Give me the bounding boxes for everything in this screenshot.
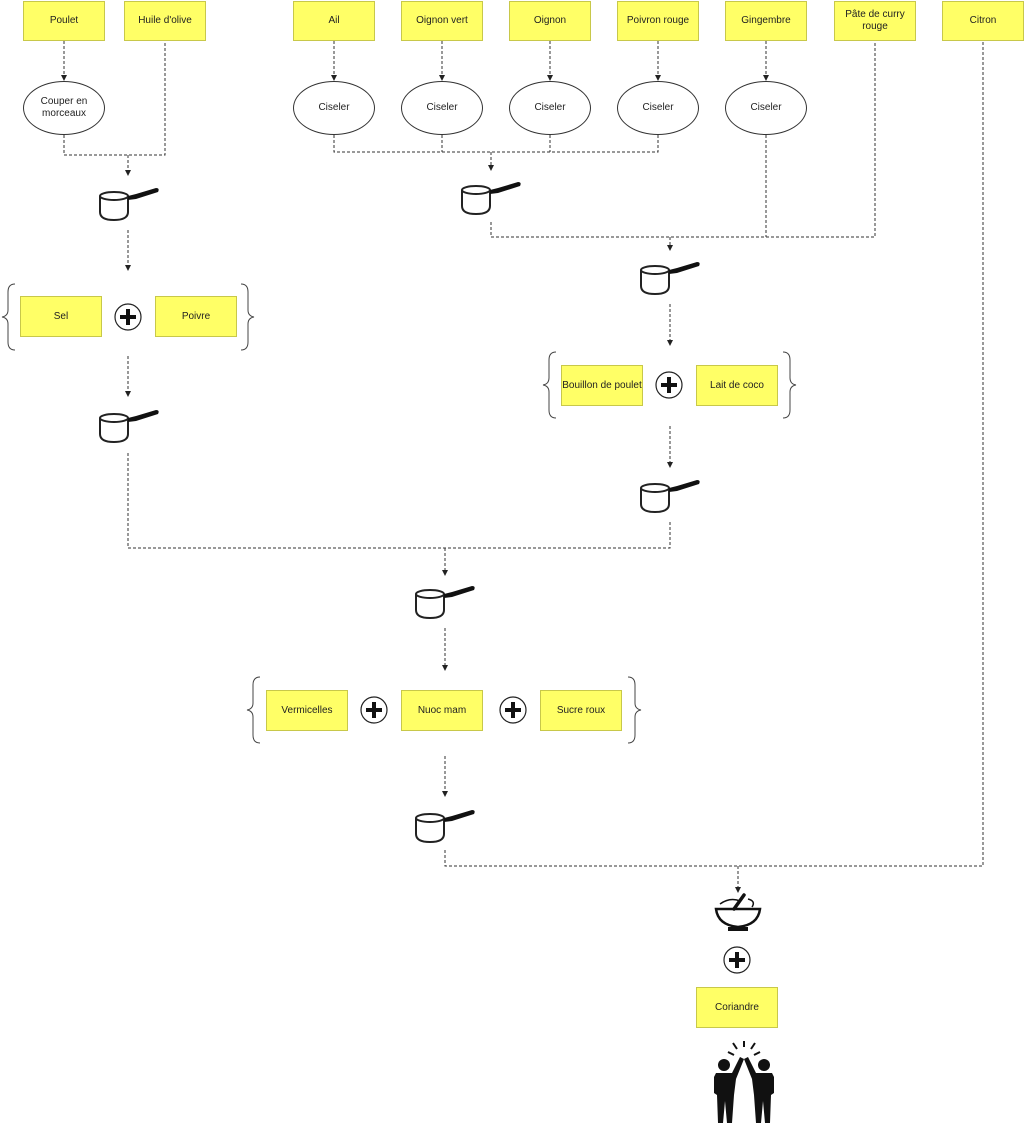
step-ciseler-oignon: Ciseler	[509, 81, 591, 135]
ingredient-huile-olive: Huile d'olive	[124, 1, 206, 41]
plus-icon	[498, 695, 528, 725]
plus-icon	[722, 945, 752, 975]
ingredient-bouillon: Bouillon de poulet	[561, 365, 643, 406]
ingredient-sucre-roux: Sucre roux	[540, 690, 622, 731]
braces	[1, 283, 797, 744]
ingredient-vermicelles: Vermicelles	[266, 690, 348, 731]
ingredient-citron: Citron	[942, 1, 1024, 41]
ingredient-poivre: Poivre	[155, 296, 237, 337]
high-five-icon	[714, 1041, 774, 1123]
ingredient-coriandre: Coriandre	[696, 987, 778, 1028]
plus-icon	[654, 370, 684, 400]
plus-icon	[359, 695, 389, 725]
ingredient-sel: Sel	[20, 296, 102, 337]
ingredient-pate-curry: Pâte de curry rouge	[834, 1, 916, 41]
step-ciseler-gingembre: Ciseler	[725, 81, 807, 135]
ingredient-oignon: Oignon	[509, 1, 591, 41]
ingredient-gingembre: Gingembre	[725, 1, 807, 41]
saucepan-icon	[640, 261, 701, 295]
ingredient-nuoc-mam: Nuoc mam	[401, 690, 483, 731]
ingredient-poivron-rouge: Poivron rouge	[617, 1, 699, 41]
step-ciseler-ail: Ciseler	[293, 81, 375, 135]
connectors	[61, 41, 984, 893]
step-ciseler-oignon-vert: Ciseler	[401, 81, 483, 135]
ingredient-poulet: Poulet	[23, 1, 105, 41]
saucepan-icon	[99, 409, 160, 443]
ingredient-ail: Ail	[293, 1, 375, 41]
mixing-bowl-icon	[714, 893, 762, 931]
step-ciseler-poivron: Ciseler	[617, 81, 699, 135]
saucepan-icon	[415, 585, 476, 619]
step-couper: Couper en morceaux	[23, 81, 105, 135]
saucepan-icon	[415, 809, 476, 843]
plus-icon	[113, 302, 143, 332]
saucepan-icon	[461, 181, 522, 215]
ingredient-oignon-vert: Oignon vert	[401, 1, 483, 41]
saucepan-icon	[640, 479, 701, 513]
ingredient-lait-coco: Lait de coco	[696, 365, 778, 406]
saucepan-icon	[99, 187, 160, 221]
